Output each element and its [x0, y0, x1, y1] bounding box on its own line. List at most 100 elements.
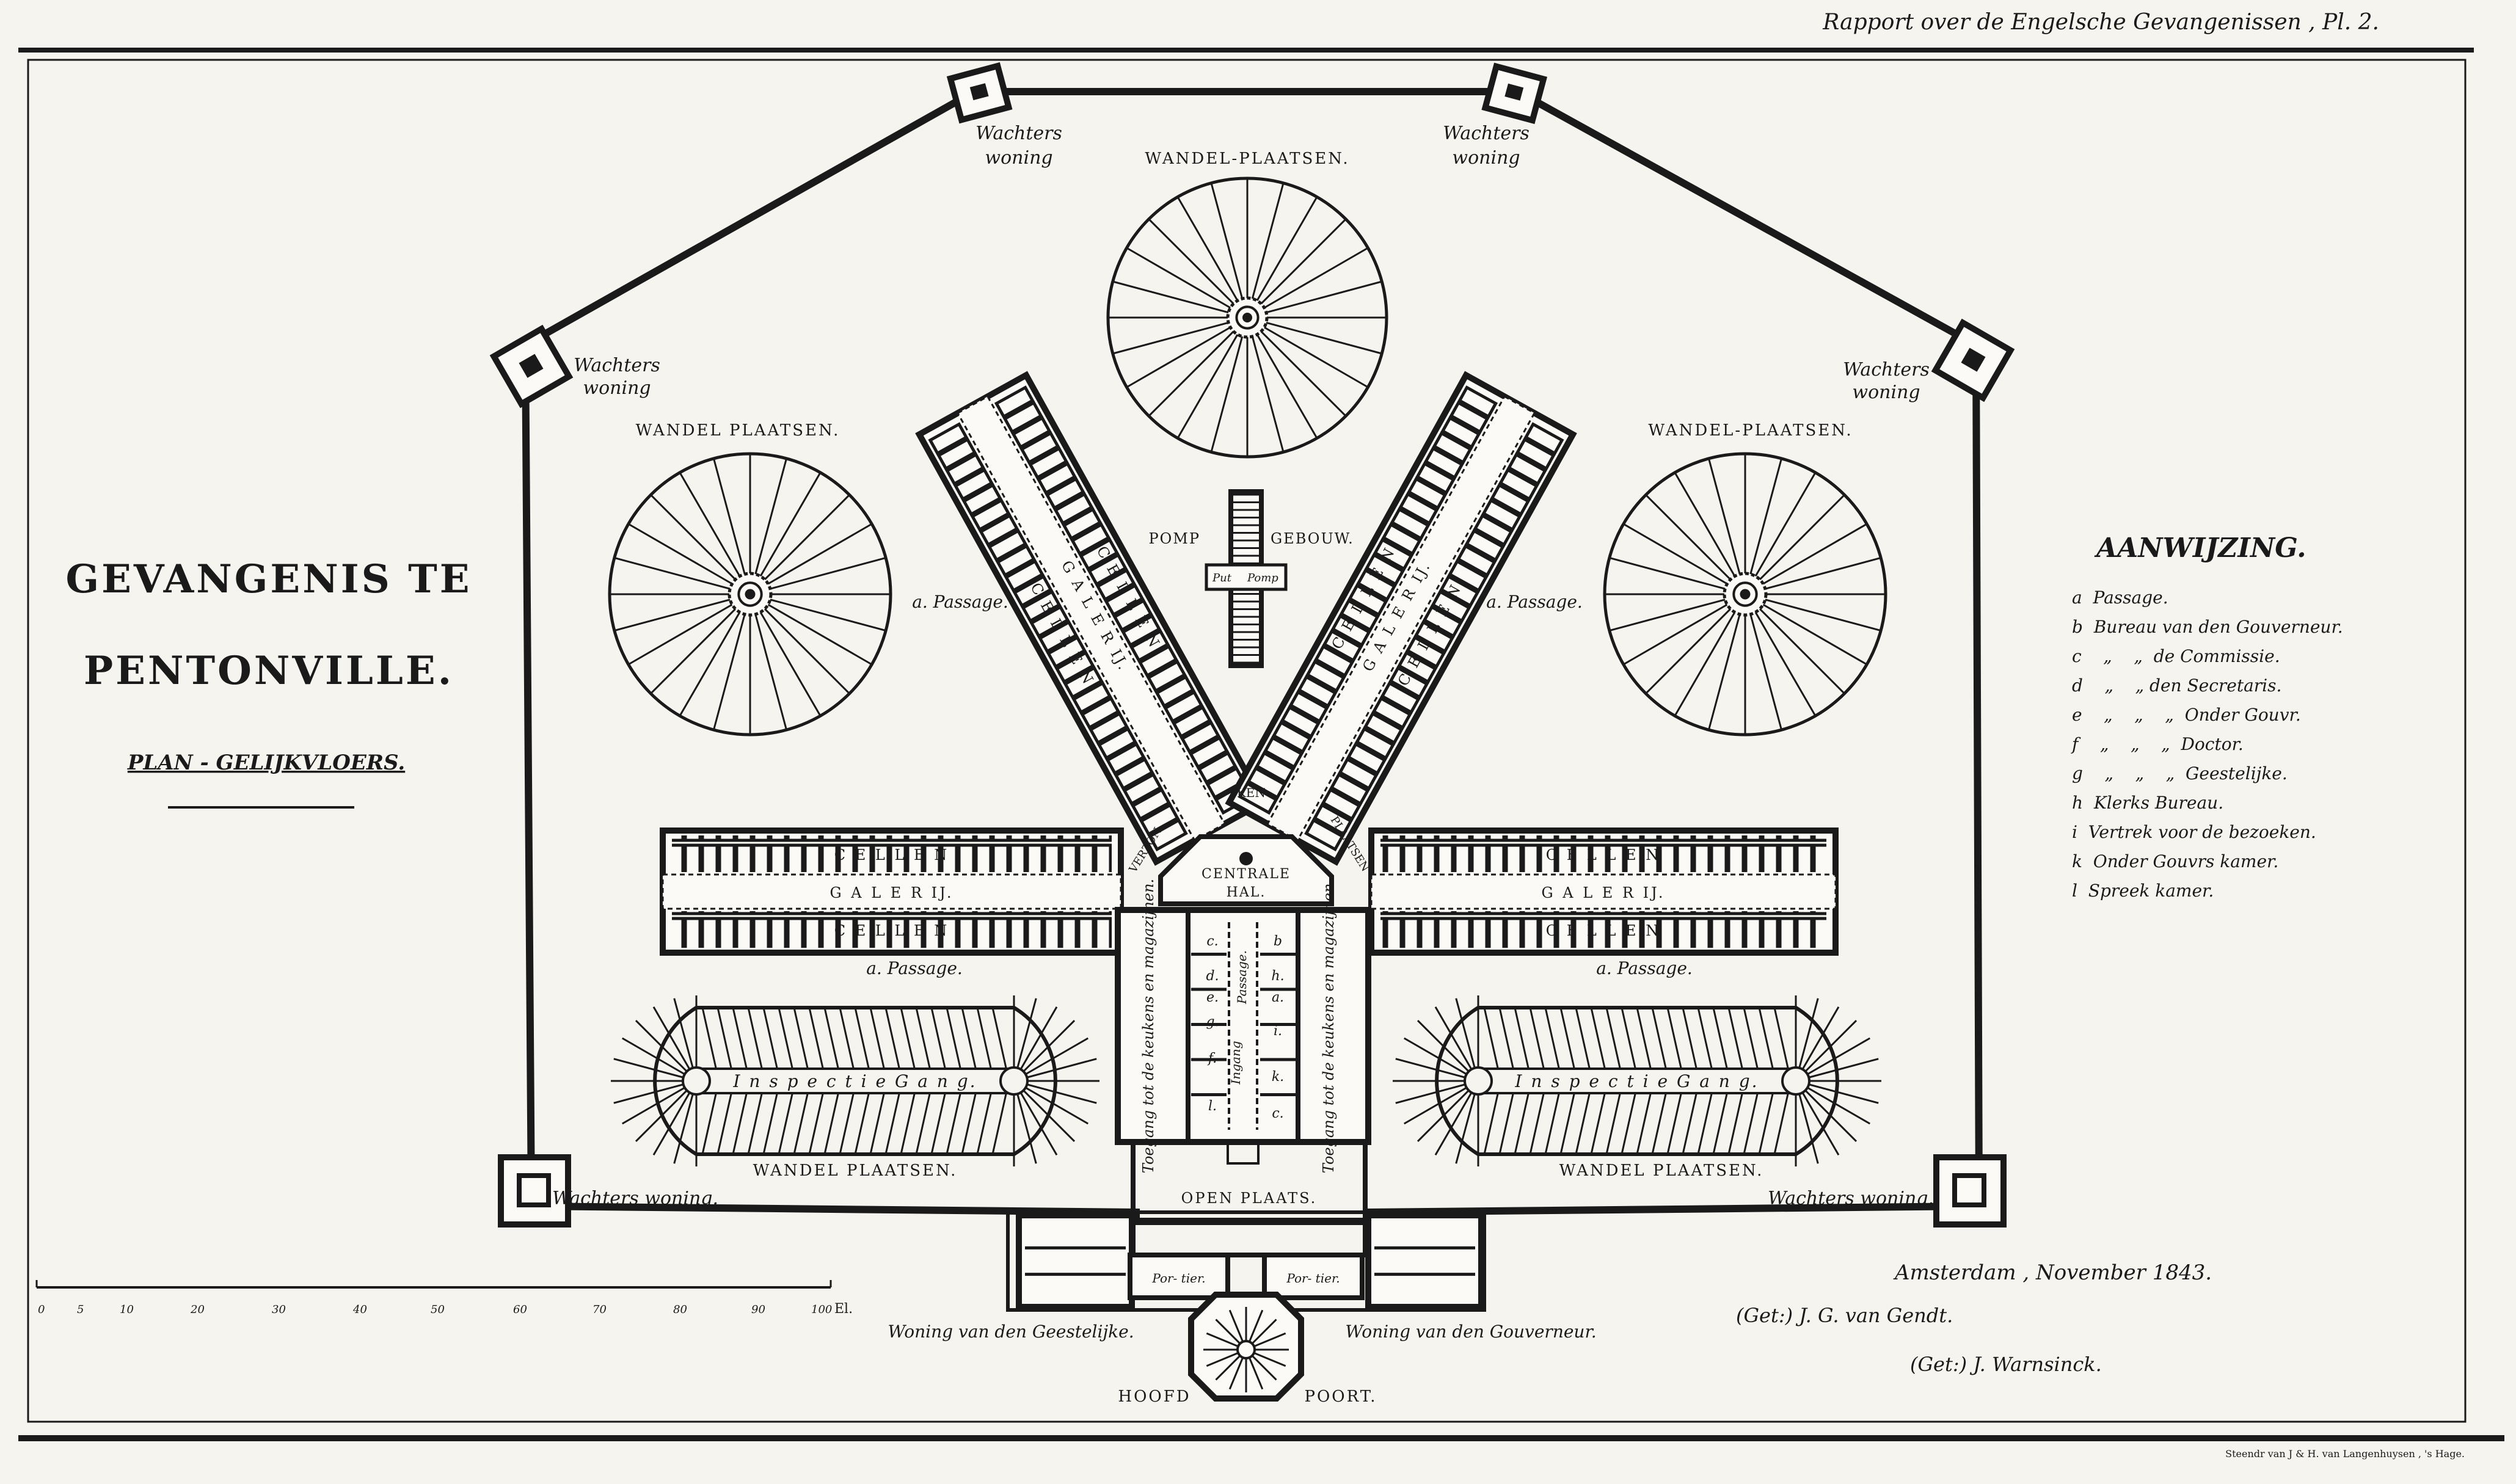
label-watch-house-bottom-left: Wachters woning. — [552, 1188, 718, 1209]
legend-item-b: b Bureau van den Gouverneur. — [2072, 617, 2343, 637]
scale-tick-30: 30 — [272, 1303, 286, 1316]
wing-east: C E L L E N G A L E R IJ. C E L L E N — [1368, 827, 1839, 956]
label-inspectie-left: I n s p e c t i e G a n g. — [732, 1071, 977, 1091]
legend-item-l: l Spreek kamer. — [2072, 881, 2214, 901]
central-hall: CENTRALE HAL. — [1158, 834, 1334, 906]
room-letter-a: a. — [1272, 990, 1284, 1005]
svg-text:woning: woning — [985, 147, 1052, 169]
legend-item-k: k Onder Gouvrs kamer. — [2072, 851, 2278, 871]
exercise-yard-top — [1106, 176, 1388, 459]
scale-tick-0: 0 — [38, 1303, 45, 1316]
svg-text:Wachters: Wachters — [574, 355, 660, 376]
label-pomp-small: Pomp — [1247, 572, 1278, 584]
label-wing-west-gallery: G A L E R IJ. — [830, 884, 954, 901]
yard-inspection-right: I n s p e c t i e G a n g. — [1393, 995, 1881, 1166]
scale-tick-60: 60 — [513, 1303, 527, 1316]
watch-house-top-right — [1481, 62, 1548, 125]
room-letter-b: b — [1274, 934, 1282, 949]
label-passage-nw: a. Passage. — [912, 592, 1008, 612]
svg-text:woning: woning — [1852, 382, 1920, 403]
room-letter-g: g. — [1206, 1014, 1219, 1030]
room-letter-h: h. — [1271, 969, 1284, 984]
label-watch-house-mid-left: Wachters woning — [574, 355, 660, 399]
label-wing-east-gallery: G A L E R IJ. — [1541, 884, 1665, 901]
room-letter-c-left: c. — [1206, 934, 1218, 949]
scale-tick-10: 10 — [120, 1303, 134, 1316]
watch-house-mid-right — [1931, 318, 2015, 402]
legend-item-e: e „ „ „ Onder Gouvr. — [2072, 705, 2301, 725]
label-centrale: CENTRALE — [1201, 867, 1291, 882]
label-yard-bottom-right: WANDEL PLAATSEN. — [1559, 1162, 1764, 1180]
title-line-2: PENTONVILLE. — [84, 648, 454, 694]
legend-item-f: f „ „ „ Doctor. — [2071, 734, 2244, 754]
scale-tick-5: 5 — [77, 1303, 84, 1316]
exercise-yard-left — [608, 452, 892, 737]
yard-inspection-left: I n s p e c t i e G a n g. — [611, 995, 1099, 1166]
governor-house — [1365, 1212, 1484, 1310]
label-passage-central: Passage. — [1234, 950, 1249, 1005]
scale-tick-50: 50 — [431, 1303, 445, 1316]
signature-warnsinck: (Get:) J. Warnsinck. — [1910, 1353, 2102, 1376]
label-hoofd: HOOFD — [1118, 1388, 1191, 1406]
main-gate — [1188, 1292, 1304, 1402]
label-yard-left: WANDEL PLAATSEN. — [636, 421, 840, 440]
signature-van-gendt: (Get:) J. G. van Gendt. — [1736, 1304, 1953, 1327]
room-letter-d: d. — [1206, 969, 1219, 984]
label-wing-west-cells-bottom: C E L L E N — [834, 922, 949, 939]
label-passage-ne: a. Passage. — [1486, 592, 1583, 612]
label-wing-east-cells-bottom: C E L L E N — [1546, 922, 1661, 939]
label-hal: HAL. — [1227, 885, 1266, 900]
label-open-plaats: OPEN PLAATS. — [1181, 1190, 1318, 1207]
svg-text:Wachters: Wachters — [1443, 123, 1530, 144]
label-woning-gouverneur: Woning van den Gouverneur. — [1345, 1322, 1596, 1342]
watch-house-mid-left — [489, 324, 574, 409]
legend-item-c: c „ „ de Commissie. — [2072, 646, 2280, 666]
label-portier-left: Por- tier. — [1151, 1271, 1205, 1286]
scale-tick-70: 70 — [593, 1303, 607, 1316]
label-toegang-right: Toegang tot de keukens en magazijnen. — [1320, 879, 1337, 1173]
legend-item-h: h Klerks Bureau. — [2072, 793, 2223, 813]
svg-text:woning: woning — [583, 377, 651, 399]
label-woning-geestelijke: Woning van den Geestelijke. — [888, 1322, 1134, 1342]
label-watch-house-bottom-right: Wachters woning. — [1768, 1188, 1934, 1209]
plan-subtitle: PLAN - GELIJKVLOERS. — [127, 751, 405, 775]
room-letter-l: l. — [1208, 1099, 1217, 1114]
sheet-border — [18, 48, 2504, 1441]
open-court: OPEN PLAATS. — [1131, 1140, 1368, 1257]
label-gebouw: GEBOUW. — [1271, 530, 1354, 547]
label-portier-right: Por- tier. — [1286, 1271, 1340, 1286]
chaplain-house — [1016, 1212, 1135, 1310]
place-date: Amsterdam , November 1843. — [1893, 1260, 2212, 1285]
label-watch-house-top-left: Wachters woning — [975, 123, 1062, 169]
printer-credit: Steendr van J & H. van Langenhuysen , 's… — [2225, 1448, 2465, 1460]
label-yard-bottom-left: WANDEL PLAATSEN. — [753, 1162, 958, 1180]
label-watch-house-top-right: Wachters woning — [1443, 123, 1530, 169]
legend-title: AANWIJZING. — [2094, 533, 2306, 564]
label-watch-house-mid-right: Wachters woning — [1843, 359, 1930, 403]
legend-item-d: d „ „ den Secretaris. — [2072, 675, 2281, 696]
room-letter-k: k. — [1272, 1069, 1284, 1085]
label-toegang-left: Toegang tot de keukens en magazijnen. — [1140, 879, 1157, 1173]
wing-west: C E L L E N G A L E R IJ. C E L L E N — [660, 827, 1124, 956]
report-header: Rapport over de Engelsche Gevangenissen … — [1822, 10, 2379, 35]
legend-item-i: i Vertrek voor de bezoeken. — [2072, 822, 2316, 842]
wing-northeast: C E L L E N G A L E R IJ. C E L L E N — [1225, 371, 1577, 866]
porter-lodges: Por- tier. Por- tier. — [1128, 1253, 1365, 1300]
label-ken: -KEN — [1233, 785, 1266, 800]
scale-bar: 0 5 10 20 30 40 50 60 70 80 90 100 El. — [35, 1280, 853, 1317]
title-line-1: GEVANGENIS TE — [65, 556, 472, 602]
label-poort: POORT. — [1304, 1388, 1377, 1406]
legend: AANWIJZING. a Passage. b Bureau van den … — [2071, 533, 2343, 901]
label-pomp: POMP — [1148, 530, 1200, 547]
label-wing-west-cells-top: C E L L E N — [834, 846, 949, 864]
legend-item-g: g „ „ „ Geestelijke. — [2072, 763, 2288, 784]
room-letter-e: e. — [1206, 990, 1219, 1005]
pump-house: POMP GEBOUW. Put Pomp — [1148, 489, 1354, 668]
watch-house-bottom-left — [498, 1154, 571, 1228]
scale-tick-100: 100 — [811, 1303, 832, 1316]
scale-tick-20: 20 — [190, 1303, 205, 1316]
room-letter-f: f. — [1207, 1051, 1217, 1066]
watch-house-bottom-right — [1933, 1154, 2007, 1228]
scale-tick-40: 40 — [352, 1303, 367, 1316]
